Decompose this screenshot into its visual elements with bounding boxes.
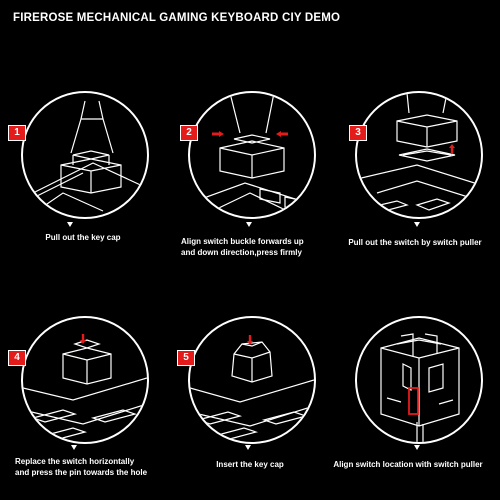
step-2-illustration	[188, 91, 316, 219]
step-1-caption: Pull out the key cap	[45, 233, 121, 242]
caption-line: and press the pin towards the hole	[15, 468, 148, 477]
step-2-caption: Align switch buckle forwards up and down…	[181, 236, 304, 258]
step-number-badge: 5	[177, 350, 195, 366]
step-number-badge: 2	[180, 125, 198, 141]
step-1-pointer	[67, 222, 73, 227]
step-number-badge: 1	[8, 125, 26, 141]
step-number-badge: 4	[8, 350, 26, 366]
right-arrow-icon	[276, 124, 288, 137]
step-number-badge: 3	[349, 125, 367, 141]
step-4-pointer	[71, 445, 77, 450]
caption-line: Align switch buckle forwards up	[181, 237, 304, 246]
step-6-caption: Align switch location with switch puller	[333, 460, 483, 469]
step-3-pointer	[414, 222, 420, 227]
down-arrow-icon	[80, 331, 86, 344]
up-arrow-icon	[449, 141, 455, 154]
step-4-illustration	[21, 316, 149, 444]
step-3-caption: Pull out the switch by switch puller	[348, 238, 482, 247]
step-6-illustration	[355, 316, 483, 444]
step-4-caption: Replace the switch horizontally and pres…	[15, 456, 147, 478]
step-1-illustration	[21, 91, 149, 219]
step-5-caption: Insert the key cap	[216, 460, 284, 469]
step-2-pointer	[246, 222, 252, 227]
step-6-pointer	[414, 445, 420, 450]
caption-line: Replace the switch horizontally	[15, 457, 135, 466]
left-arrow-icon	[212, 124, 224, 137]
step-5-illustration	[188, 316, 316, 444]
down-arrow-icon	[247, 332, 253, 345]
step-3-illustration	[355, 91, 483, 219]
caption-line: and down direction,press firmly	[181, 248, 302, 257]
page-title: FIREROSE MECHANICAL GAMING KEYBOARD CIY …	[13, 12, 341, 24]
step-5-pointer	[245, 445, 251, 450]
